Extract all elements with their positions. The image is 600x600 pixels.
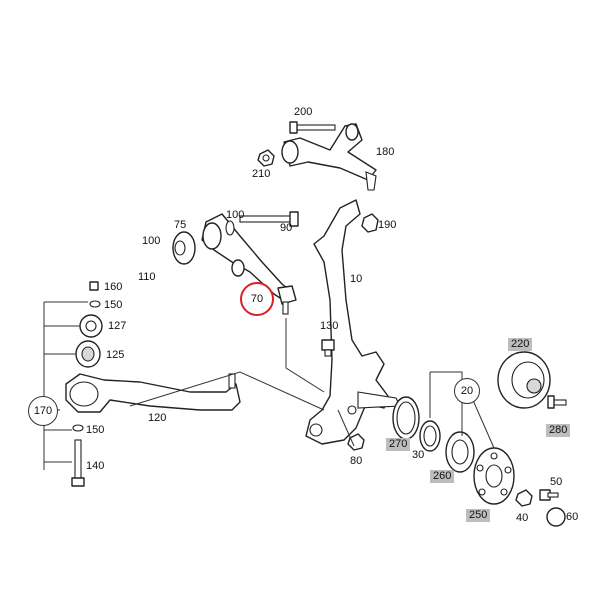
bolt-130 (321, 339, 335, 357)
snap-ring-270 (392, 396, 420, 440)
washer-150-top (89, 300, 101, 308)
label-70: 70 (250, 293, 264, 305)
label-90: 90 (280, 222, 293, 234)
label-160: 160 (104, 281, 123, 293)
part-170-circle[interactable]: 170 (28, 396, 58, 426)
label-170: 170 (33, 405, 53, 417)
nut-160 (89, 281, 99, 291)
label-40: 40 (516, 512, 529, 524)
washer-150-bottom (72, 424, 84, 432)
label-140: 140 (86, 460, 105, 472)
label-120: 120 (148, 412, 167, 424)
label-200: 200 (294, 106, 313, 118)
label-100-lower: 100 (142, 235, 161, 247)
hub-250 (473, 447, 515, 505)
label-80: 80 (350, 455, 363, 467)
label-75: 75 (174, 219, 187, 231)
lower-control-arm (201, 213, 297, 315)
bolt-200 (289, 121, 336, 134)
seal-30 (419, 420, 441, 452)
label-125: 125 (106, 349, 125, 361)
bushing-125 (75, 340, 101, 368)
label-127: 127 (108, 320, 127, 332)
label-250: 250 (466, 509, 491, 522)
part-70-highlight-circle[interactable]: 70 (240, 282, 274, 316)
label-280: 280 (546, 424, 571, 437)
nut-210 (257, 149, 275, 167)
bushing-75 (172, 231, 196, 265)
track-control-arm (65, 373, 241, 413)
part-20-circle[interactable]: 20 (454, 378, 480, 404)
label-150-lower: 150 (86, 424, 105, 436)
label-20: 20 (460, 385, 474, 397)
label-100-upper: 100 (226, 209, 245, 221)
label-220: 220 (508, 338, 533, 351)
label-190: 190 (378, 219, 397, 231)
label-30: 30 (412, 449, 425, 461)
cap-60 (546, 507, 566, 527)
bolt-90 (239, 211, 299, 227)
label-180: 180 (376, 146, 395, 158)
label-130: 130 (320, 320, 339, 332)
upper-control-arm (281, 123, 377, 191)
label-210: 210 (252, 168, 271, 180)
nut-80 (347, 433, 365, 451)
bolt-140 (71, 439, 85, 487)
nut-40 (515, 489, 533, 507)
label-260: 260 (430, 470, 455, 483)
cover-220 (497, 351, 551, 409)
label-150-upper: 150 (104, 299, 123, 311)
label-50: 50 (550, 476, 563, 488)
washer-100 (225, 220, 235, 236)
label-110: 110 (138, 271, 156, 283)
steering-knuckle (305, 199, 401, 445)
label-60: 60 (566, 511, 579, 523)
nut-190 (361, 213, 379, 233)
bushing-127 (79, 314, 103, 338)
bolt-50 (539, 489, 559, 501)
label-10: 10 (350, 273, 363, 285)
label-270: 270 (386, 438, 411, 451)
bolt-280 (547, 395, 567, 409)
bearing-260 (445, 431, 475, 473)
